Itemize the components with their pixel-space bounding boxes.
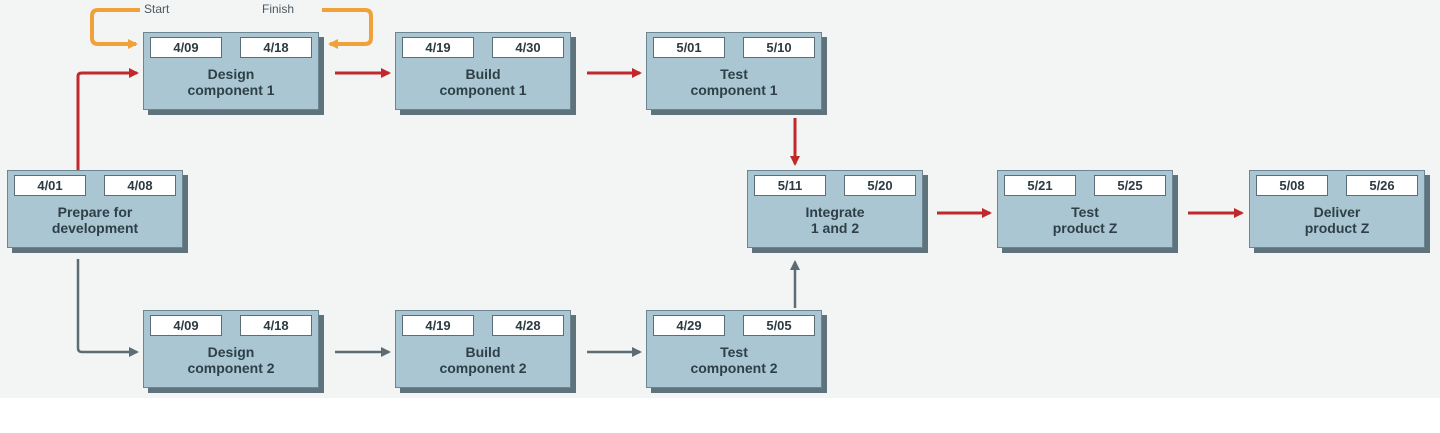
- legend-start-label: Start: [144, 2, 170, 16]
- start-date: 4/09: [150, 315, 222, 336]
- link-prep-d2: [76, 259, 139, 357]
- legend-finish-label: Finish: [262, 2, 295, 16]
- task-test-component-2[interactable]: 4/29 5/05 Test component 2: [646, 310, 822, 388]
- finish-date: 5/05: [743, 315, 815, 336]
- task-title: Design component 1: [187, 66, 275, 98]
- start-date: 4/19: [402, 37, 474, 58]
- finish-date: 5/26: [1346, 175, 1418, 196]
- link-prep-d1: [76, 68, 139, 170]
- task-title: Build component 1: [439, 66, 527, 98]
- start-date: 4/29: [653, 315, 725, 336]
- task-title: Build component 2: [439, 344, 527, 376]
- start-date: 5/01: [653, 37, 725, 58]
- start-date: 4/19: [402, 315, 474, 336]
- start-date: 4/09: [150, 37, 222, 58]
- task-build-component-2[interactable]: 4/19 4/28 Build component 2: [395, 310, 571, 388]
- finish-date: 4/18: [240, 37, 312, 58]
- finish-date: 5/10: [743, 37, 815, 58]
- task-title: Design component 2: [187, 344, 275, 376]
- task-title: Prepare for development: [51, 204, 139, 236]
- task-title: Test product Z: [1052, 204, 1118, 236]
- diagram-canvas: Start Finish 4/01 4/08 Prepare for devel…: [0, 0, 1440, 398]
- finish-date: 4/08: [104, 175, 176, 196]
- task-title: Integrate 1 and 2: [805, 204, 865, 236]
- finish-date: 5/20: [844, 175, 916, 196]
- task-build-component-1[interactable]: 4/19 4/30 Build component 1: [395, 32, 571, 110]
- task-integrate-1-and-2[interactable]: 5/11 5/20 Integrate 1 and 2: [747, 170, 923, 248]
- legend-start-bracket: [90, 8, 140, 49]
- task-design-component-2[interactable]: 4/09 4/18 Design component 2: [143, 310, 319, 388]
- task-prepare-for-development[interactable]: 4/01 4/08 Prepare for development: [7, 170, 183, 248]
- finish-date: 4/28: [492, 315, 564, 336]
- start-date: 5/08: [1256, 175, 1328, 196]
- legend-finish-bracket: [322, 8, 373, 49]
- task-title: Test component 2: [690, 344, 778, 376]
- start-date: 5/11: [754, 175, 826, 196]
- task-design-component-1[interactable]: 4/09 4/18 Design component 1: [143, 32, 319, 110]
- start-date: 4/01: [14, 175, 86, 196]
- finish-date: 5/25: [1094, 175, 1166, 196]
- start-date: 5/21: [1004, 175, 1076, 196]
- task-test-component-1[interactable]: 5/01 5/10 Test component 1: [646, 32, 822, 110]
- task-title: Test component 1: [690, 66, 778, 98]
- finish-date: 4/18: [240, 315, 312, 336]
- task-deliver-product-z[interactable]: 5/08 5/26 Deliver product Z: [1249, 170, 1425, 248]
- task-title: Deliver product Z: [1304, 204, 1370, 236]
- finish-date: 4/30: [492, 37, 564, 58]
- task-test-product-z[interactable]: 5/21 5/25 Test product Z: [997, 170, 1173, 248]
